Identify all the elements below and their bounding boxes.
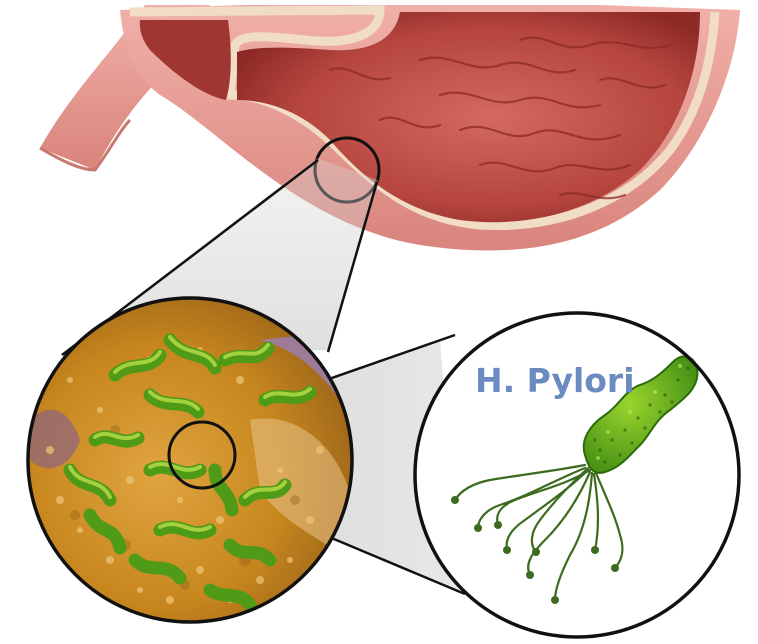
bacterium-detail: H. Pylori: [415, 313, 739, 637]
h-pylori-label: H. Pylori: [475, 361, 635, 400]
bacteria-micrograph: [28, 296, 352, 622]
stomach-cross-section: [40, 5, 740, 250]
